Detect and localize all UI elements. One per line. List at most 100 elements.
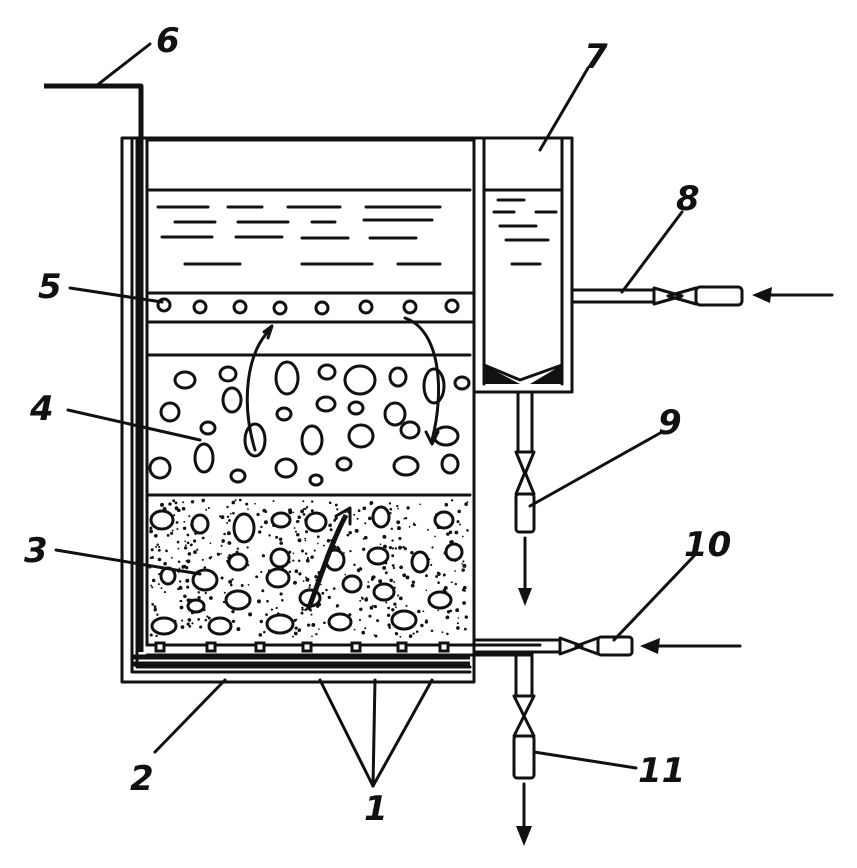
sand-grain [188,624,192,628]
sand-grain [398,545,402,550]
sand-grain [358,618,362,622]
sand-grain [190,500,195,504]
sand-grain [227,541,232,545]
sand-grain [305,558,310,563]
sand-grain [156,543,159,546]
sand-grain [206,615,209,618]
sand-grain [466,529,469,532]
sand-grain [391,539,394,542]
sand-grain [348,613,352,617]
sand-grain [175,521,179,524]
sand-grain [175,508,178,511]
sand-grain [165,549,168,553]
sand-grain [311,622,316,627]
sand-grain [176,508,181,513]
sand-grain [353,513,356,516]
sand-grain [151,603,155,606]
sand-grain [197,618,201,621]
sand-grain [374,634,378,638]
sand-grain [404,516,408,520]
sand-grain [275,535,279,539]
sand-grain [292,552,295,555]
sand-grain [369,606,374,610]
sand-grain [149,526,153,530]
sand-grain [176,528,179,530]
sand-grain [442,573,446,577]
sand-grain [292,559,295,562]
sand-grain [357,509,361,512]
sand-grain [197,591,200,594]
sand-grain [449,609,453,613]
sand-grain [238,498,242,502]
sand-grain [208,596,213,600]
sand-grain [261,554,265,558]
sand-grain [275,606,278,610]
sand-grain [302,500,305,503]
sand-grain [361,630,366,635]
sand-grain [208,556,212,560]
sand-grain [406,506,410,510]
sand-grain [310,555,314,559]
sand-grain [344,573,347,576]
sand-grain [294,569,299,574]
sand-grain [408,525,411,528]
sand-grain [174,501,178,505]
sand-grain [279,592,283,596]
sand-grain [400,596,403,599]
sand-grain [149,529,154,534]
sand-grain [378,579,383,584]
sand-grain [153,607,157,610]
sand-grain [329,528,333,532]
sand-grain [304,507,307,511]
sand-grain [396,520,401,525]
side-chamber-7 [472,136,574,394]
sand-grain [365,596,368,599]
sand-grain [292,635,294,638]
sand-grain [394,547,398,550]
sand-grain [231,609,235,614]
sand-grain [373,634,376,636]
sand-grain [388,626,392,629]
sand-grain [348,530,352,535]
sand-grain [391,608,395,612]
sand-grain [232,511,235,515]
sand-grain [466,501,469,503]
sand-grain [302,513,306,516]
sand-grain [278,537,283,542]
sand-grain [394,632,398,636]
sand-grain [454,570,456,572]
sand-grain [318,628,320,630]
sand-grain [182,526,187,531]
sand-grain [399,565,403,570]
sand-grain [450,581,453,584]
sand-grain [255,575,259,579]
sand-grain [304,537,306,540]
sand-grain [236,547,239,550]
sand-grain [231,619,236,624]
sand-grain [265,613,268,616]
sand-grain [297,515,301,520]
sand-grain [305,577,310,582]
sand-grain [391,564,395,567]
sand-grain [430,563,433,567]
sand-grain [396,504,399,508]
label-9: 9 [658,403,682,443]
label-5: 5 [38,267,62,307]
sand-grain [369,501,374,505]
sand-grain [457,617,460,619]
sand-grain [359,607,363,612]
sand-grain [185,578,190,583]
sand-grain [199,625,203,629]
sand-grain [388,502,392,505]
sand-grain [383,544,387,549]
sand-grain [201,558,204,561]
sand-grain [268,534,271,537]
sand-grain [413,522,415,525]
sand-grain [173,514,176,517]
sand-grain [437,581,440,584]
sand-grain [346,533,350,537]
sand-grain [464,615,468,619]
sand-grain [262,508,267,513]
sand-grain [221,539,225,543]
sand-grain [296,532,300,537]
